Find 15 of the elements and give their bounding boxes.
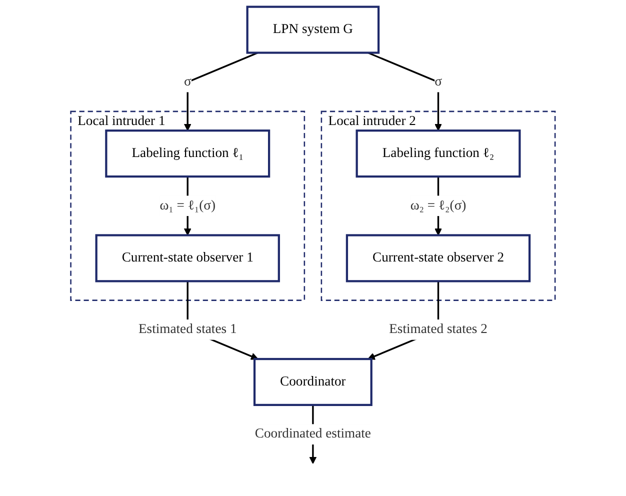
node-box: LPN system G xyxy=(246,6,380,54)
edge-label: ω₂ = ℓ₂(σ) xyxy=(410,198,466,213)
edge-label: Estimated states 1 xyxy=(138,322,237,336)
node-box: Labeling function ℓ₁ xyxy=(105,130,270,178)
edge-label: σ xyxy=(434,74,442,89)
edge-label: ω₁ = ℓ₁(σ) xyxy=(160,198,216,213)
node-box: Labeling function ℓ₂ xyxy=(356,130,521,178)
node-box: Current-state observer 1 xyxy=(95,234,280,282)
edge-label: Coordinated estimate xyxy=(254,426,372,442)
node-box: Coordinator xyxy=(254,358,372,406)
node-box: Current-state observer 2 xyxy=(346,234,531,282)
edge-label: σ xyxy=(184,74,192,89)
arrow xyxy=(184,52,258,131)
arrow xyxy=(368,52,442,131)
edge-label: Estimated states 2 xyxy=(389,322,488,336)
